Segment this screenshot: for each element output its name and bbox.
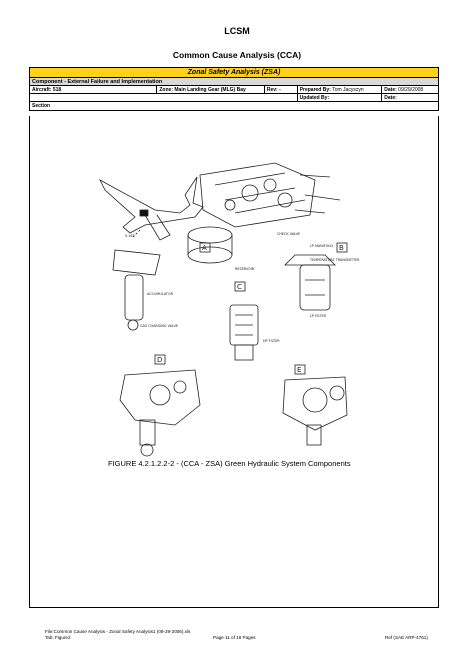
updated-cell: Updated By: xyxy=(298,94,383,101)
prepared-cell: Prepared By: Tom Jacyszyn xyxy=(298,86,383,93)
zsa-banner: Zonal Safety Analysis (ZSA) xyxy=(30,68,438,78)
reservoir-label: RESERVOIR xyxy=(235,267,255,271)
page-title: LCSM xyxy=(224,26,250,36)
rev-cell: Rev: - xyxy=(265,86,298,93)
page-subtitle: Common Cause Analysis (CCA) xyxy=(172,50,302,60)
footer-file: File:Common Cause Analysis - Zonal Safet… xyxy=(45,629,191,634)
blank-cell xyxy=(30,94,298,101)
reservoir-drawing xyxy=(187,226,233,244)
section-cell: Section xyxy=(32,103,51,109)
aircraft-drawing xyxy=(99,176,204,234)
temperature-transmitter-label: TEMPERATURE TRANSMITTER xyxy=(309,258,360,262)
aircraft-row: Aircraft: 518 Zone: Main Landing Gear (M… xyxy=(30,86,438,94)
figure-caption: FIGURE 4.2.1.2.2-2 - (CCA - ZSA) Green H… xyxy=(108,459,351,468)
prepared-value: Tom Jacyszyn xyxy=(332,86,364,93)
footer-ref: Ref (SAE ARP-4761) xyxy=(385,635,428,640)
assembly-d-drawing xyxy=(119,369,201,426)
zone-cell: Zone: Main Landing Gear (MLG) Bay xyxy=(157,86,265,93)
assembly-e-drawing xyxy=(282,376,348,431)
accumulator-drawing xyxy=(124,274,144,321)
updated-row: Updated By: Date: xyxy=(30,94,438,102)
footer-page: Page 11 of 18 Pages xyxy=(213,635,256,640)
box-b-label: B xyxy=(339,244,344,252)
accumulator-label: ACCUMULATOR xyxy=(147,292,174,296)
section-row: Section xyxy=(30,102,438,110)
lp-filter-drawing xyxy=(299,264,331,311)
updated-date-cell: Date: xyxy=(384,94,397,101)
check-valve-label: CHECK VALVE xyxy=(277,232,300,236)
aircraft-cell: Aircraft: 518 xyxy=(30,86,158,93)
box-e-label: E xyxy=(297,366,301,374)
content-area xyxy=(29,116,439,608)
header-table: Zonal Safety Analysis (ZSA) Component - … xyxy=(29,67,439,111)
box-c-label: C xyxy=(237,283,242,291)
date-cell: Date: 09/29/2008 xyxy=(382,86,438,93)
date-value: 09/29/2008 xyxy=(398,86,424,93)
prepared-label: Prepared By: xyxy=(299,86,331,93)
hydraulic-components-illustration: 5.16T A B C D E ACCUMULATOR GAS CHARGING… xyxy=(99,162,360,457)
box-a-label: A xyxy=(202,244,207,252)
station-label: 5.16T xyxy=(125,234,136,238)
bay-assembly xyxy=(199,162,316,228)
date-label: Date: xyxy=(384,86,397,93)
lp-filter-label: LP FILTER xyxy=(310,314,327,318)
footer-file-info: File:Common Cause Analysis - Zonal Safet… xyxy=(45,629,190,641)
footer-tab: Tab: Figure2 xyxy=(45,635,71,640)
gas-charging-valve-label: GAS CHARGING VALVE xyxy=(140,324,178,328)
component-row: Component - External Failure and Impleme… xyxy=(30,78,438,86)
lp-manifold-label: LP MANIFOLD xyxy=(310,244,333,248)
box-d-label: D xyxy=(157,356,162,364)
hp-filter-label: HP FILTER xyxy=(263,339,280,343)
